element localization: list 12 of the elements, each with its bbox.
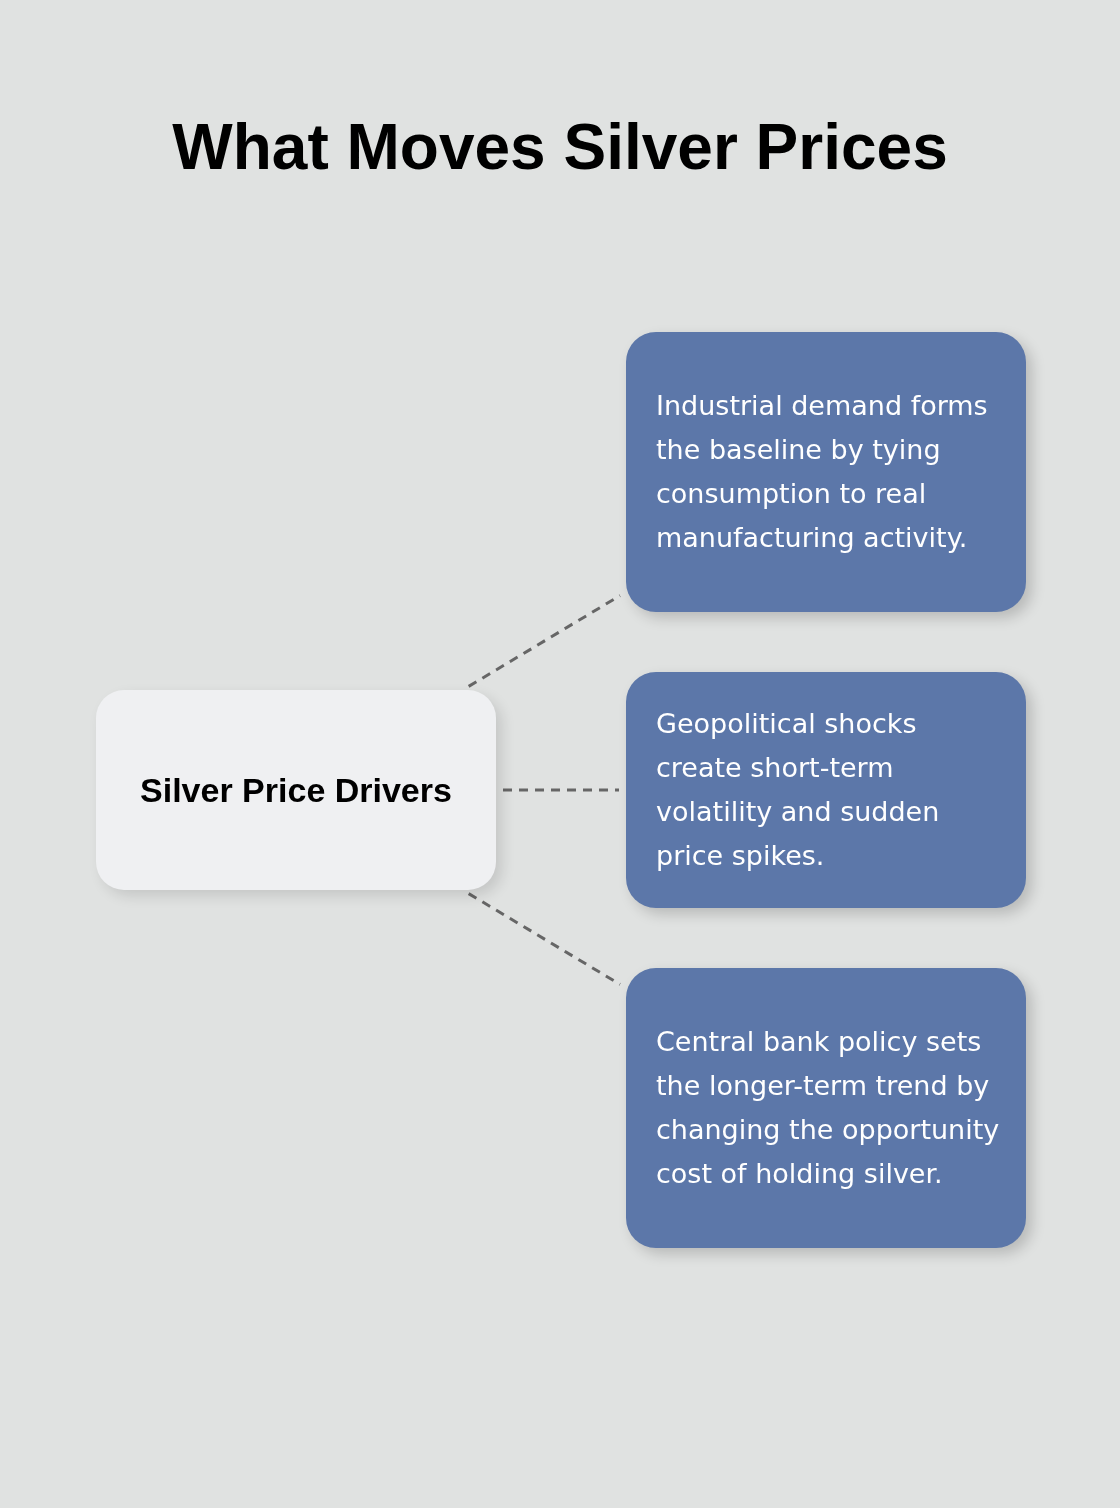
topic-box: [96, 690, 496, 890]
driver-box: [626, 968, 1026, 1248]
driver-text: Geopolitical shocks create short-term volatility and sudden price spikes.: [656, 707, 941, 873]
driver-box: [626, 672, 1026, 908]
driver-text: Central bank policy sets the longer-term trend by changing the opportunity cost of holding silver.: [656, 1025, 1001, 1191]
dashed-connector: [467, 594, 621, 688]
driver-box: [626, 332, 1026, 612]
dashed-connector: [503, 788, 619, 792]
topic-label: Silver Price Drivers: [140, 770, 452, 811]
driver-text: Industrial demand forms the baseline by tying consumption to real manufacturing activity.: [656, 389, 989, 555]
title: What Moves Silver Prices: [172, 110, 948, 185]
dashed-connector: [467, 892, 621, 986]
